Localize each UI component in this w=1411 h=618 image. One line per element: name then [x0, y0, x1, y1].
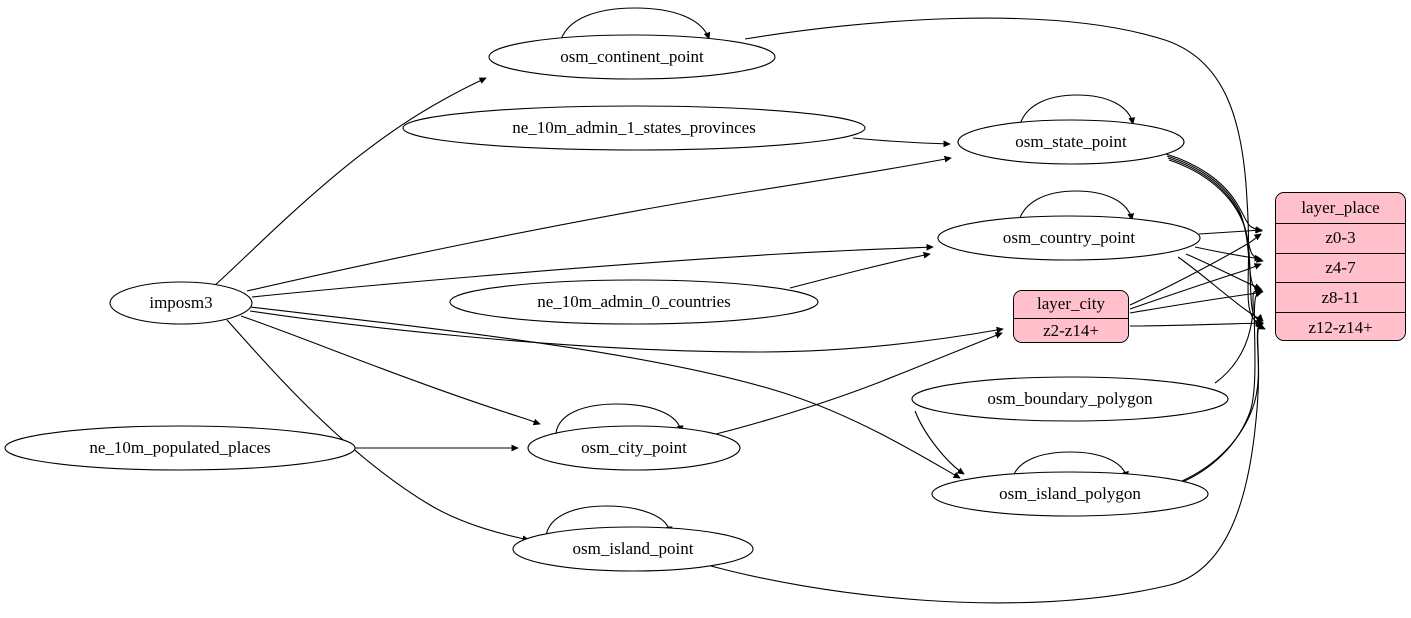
edge-osm_state_point-self-loop — [1018, 94, 1133, 129]
edge-layer_city-to-layer_place-z4-7 — [1129, 264, 1261, 310]
node-label-osm_city_point: osm_city_point — [581, 438, 687, 457]
layer_city-title: layer_city — [1014, 291, 1128, 318]
edge-osm_boundary_polygon-to-osm_island_polygon — [914, 410, 964, 474]
node-imposm3[interactable]: imposm3 — [109, 281, 253, 325]
layer_place-row-z12-z14plus[interactable]: z12-z14+ — [1276, 312, 1405, 340]
node-ne_10m_admin_1_states_provinces[interactable]: ne_10m_admin_1_states_provinces — [402, 105, 866, 151]
edge-osm_island_polygon-to-layer_place-z8-11 — [1179, 291, 1262, 484]
edge-imposm3-to-osm_city_point — [240, 315, 540, 424]
edge-osm_continent_point-self-loop — [559, 7, 709, 44]
layer_place-row-z4-7[interactable]: z4-7 — [1276, 252, 1405, 283]
node-label-ne_10m_admin_1_states_provinces: ne_10m_admin_1_states_provinces — [512, 118, 756, 137]
edge-imposm3-to-osm_country_point — [251, 247, 933, 298]
layer_place-row-z0-3[interactable]: z0-3 — [1276, 222, 1405, 253]
edge-ne_10m_admin_1_states_provinces-to-osm_state_point — [852, 137, 950, 144]
node-osm_boundary_polygon[interactable]: osm_boundary_polygon — [911, 376, 1229, 422]
node-osm_continent_point[interactable]: osm_continent_point — [488, 34, 776, 80]
edge-osm_country_point-to-layer_place-z0-3 — [1198, 230, 1262, 235]
edge-osm_city_point-to-layer_city — [715, 333, 1002, 435]
node-label-osm_country_point: osm_country_point — [1003, 228, 1135, 247]
layer_place-title: layer_place — [1276, 193, 1405, 223]
node-osm_island_point[interactable]: osm_island_point — [512, 526, 754, 572]
edge-osm_city_point-self-loop — [555, 403, 681, 434]
edge-osm_country_point-to-layer_place-z4-7 — [1194, 246, 1261, 259]
edge-osm_island_polygon-self-loop — [1011, 451, 1127, 481]
edge-osm_continent_point-to-layer_place — [744, 17, 1265, 330]
node-osm_state_point[interactable]: osm_state_point — [957, 119, 1185, 165]
node-ne_10m_admin_0_countries[interactable]: ne_10m_admin_0_countries — [449, 279, 819, 325]
node-layer: imposm3 ne_10m_populated_places osm_cont… — [4, 34, 1229, 572]
edge-layer — [212, 7, 1265, 604]
node-layer_place[interactable]: layer_place z0-3 z4-7 z8-11 z12-z14+ — [1275, 192, 1406, 341]
node-label-ne_10m_populated_places: ne_10m_populated_places — [89, 438, 270, 457]
node-label-osm_continent_point: osm_continent_point — [560, 47, 704, 66]
node-label-osm_state_point: osm_state_point — [1015, 132, 1127, 151]
node-ne_10m_populated_places[interactable]: ne_10m_populated_places — [4, 425, 356, 471]
node-layer_city[interactable]: layer_city z2-z14+ — [1013, 290, 1129, 343]
node-osm_country_point[interactable]: osm_country_point — [937, 215, 1201, 261]
edge-imposm3-to-osm_state_point — [246, 158, 951, 292]
edge-imposm3-to-layer_city — [249, 310, 1003, 353]
node-label-osm_island_point: osm_island_point — [573, 539, 694, 558]
edge-imposm3-to-osm_island_polygon — [249, 306, 960, 479]
node-label-osm_boundary_polygon: osm_boundary_polygon — [987, 389, 1153, 408]
node-label-ne_10m_admin_0_countries: ne_10m_admin_0_countries — [537, 292, 731, 311]
edge-imposm3-to-osm_continent_point — [212, 77, 486, 288]
edge-osm_island_point-self-loop — [545, 505, 670, 537]
edge-ne_10m_admin_0_countries-to-osm_country_point — [789, 254, 930, 289]
node-osm_island_polygon[interactable]: osm_island_polygon — [931, 471, 1209, 517]
node-osm_city_point[interactable]: osm_city_point — [527, 425, 741, 471]
edge-osm_country_point-self-loop — [1017, 190, 1132, 225]
edge-imposm3-to-osm_island_point — [226, 319, 529, 540]
node-label-osm_island_polygon: osm_island_polygon — [999, 484, 1141, 503]
layer_city-row-z2-z14plus[interactable]: z2-z14+ — [1014, 317, 1128, 342]
edge-osm_country_point-to-layer_place-z8-11 — [1185, 253, 1261, 289]
node-label-imposm3: imposm3 — [149, 293, 212, 312]
edge-layer_city-to-layer_place-z12 — [1129, 323, 1262, 326]
layer_place-row-z8-11[interactable]: z8-11 — [1276, 282, 1405, 313]
edge-layer_city-to-layer_place-z0-3 — [1129, 234, 1261, 306]
edge-osm_island_point-to-layer_place-z12 — [699, 324, 1263, 604]
